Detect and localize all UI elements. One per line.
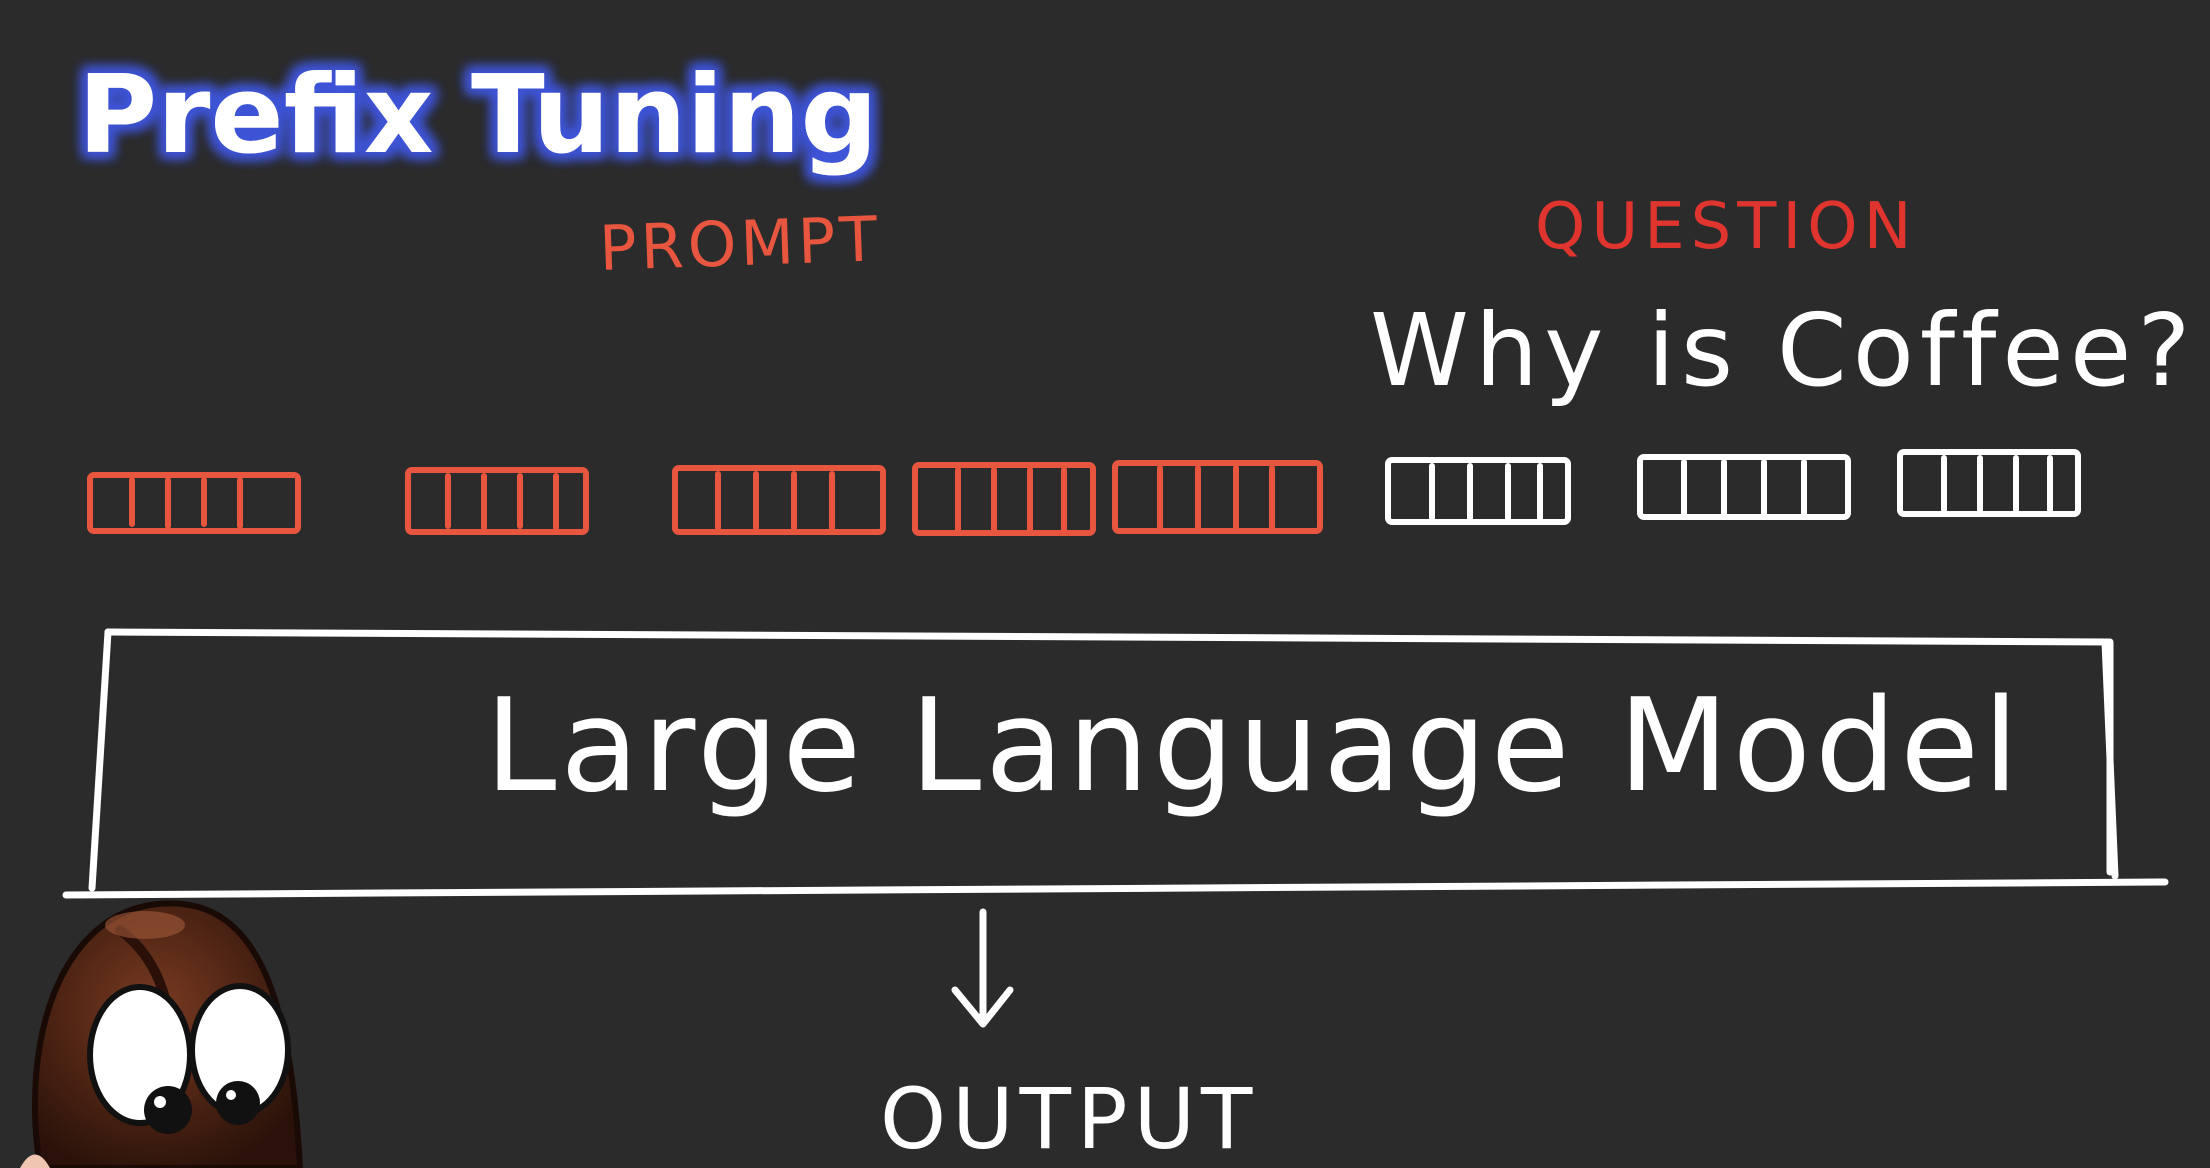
prompt-token: [672, 465, 886, 535]
question-token: [1897, 449, 2081, 517]
question-token: [1637, 454, 1851, 520]
prompt-token: [912, 462, 1096, 536]
prompt-tokens: [87, 460, 1323, 536]
question-token: [1385, 457, 1571, 525]
prompt-token: [87, 472, 301, 534]
prompt-label: PROMPT: [598, 202, 882, 285]
prompt-token: [1112, 460, 1323, 534]
coffee-bean-mascot: [20, 900, 304, 1168]
output-label: OUTPUT: [880, 1070, 1258, 1168]
slide-title: Prefix Tuning: [78, 53, 878, 178]
prompt-token: [405, 467, 589, 535]
llm-box: [62, 628, 2169, 899]
question-label: QUESTION: [1535, 190, 1918, 264]
question-text: Why is Coffee?: [1370, 292, 2196, 409]
output-arrow: [951, 908, 1014, 1028]
question-tokens: [1385, 449, 2081, 525]
llm-label: Large Language Model: [485, 672, 2023, 821]
